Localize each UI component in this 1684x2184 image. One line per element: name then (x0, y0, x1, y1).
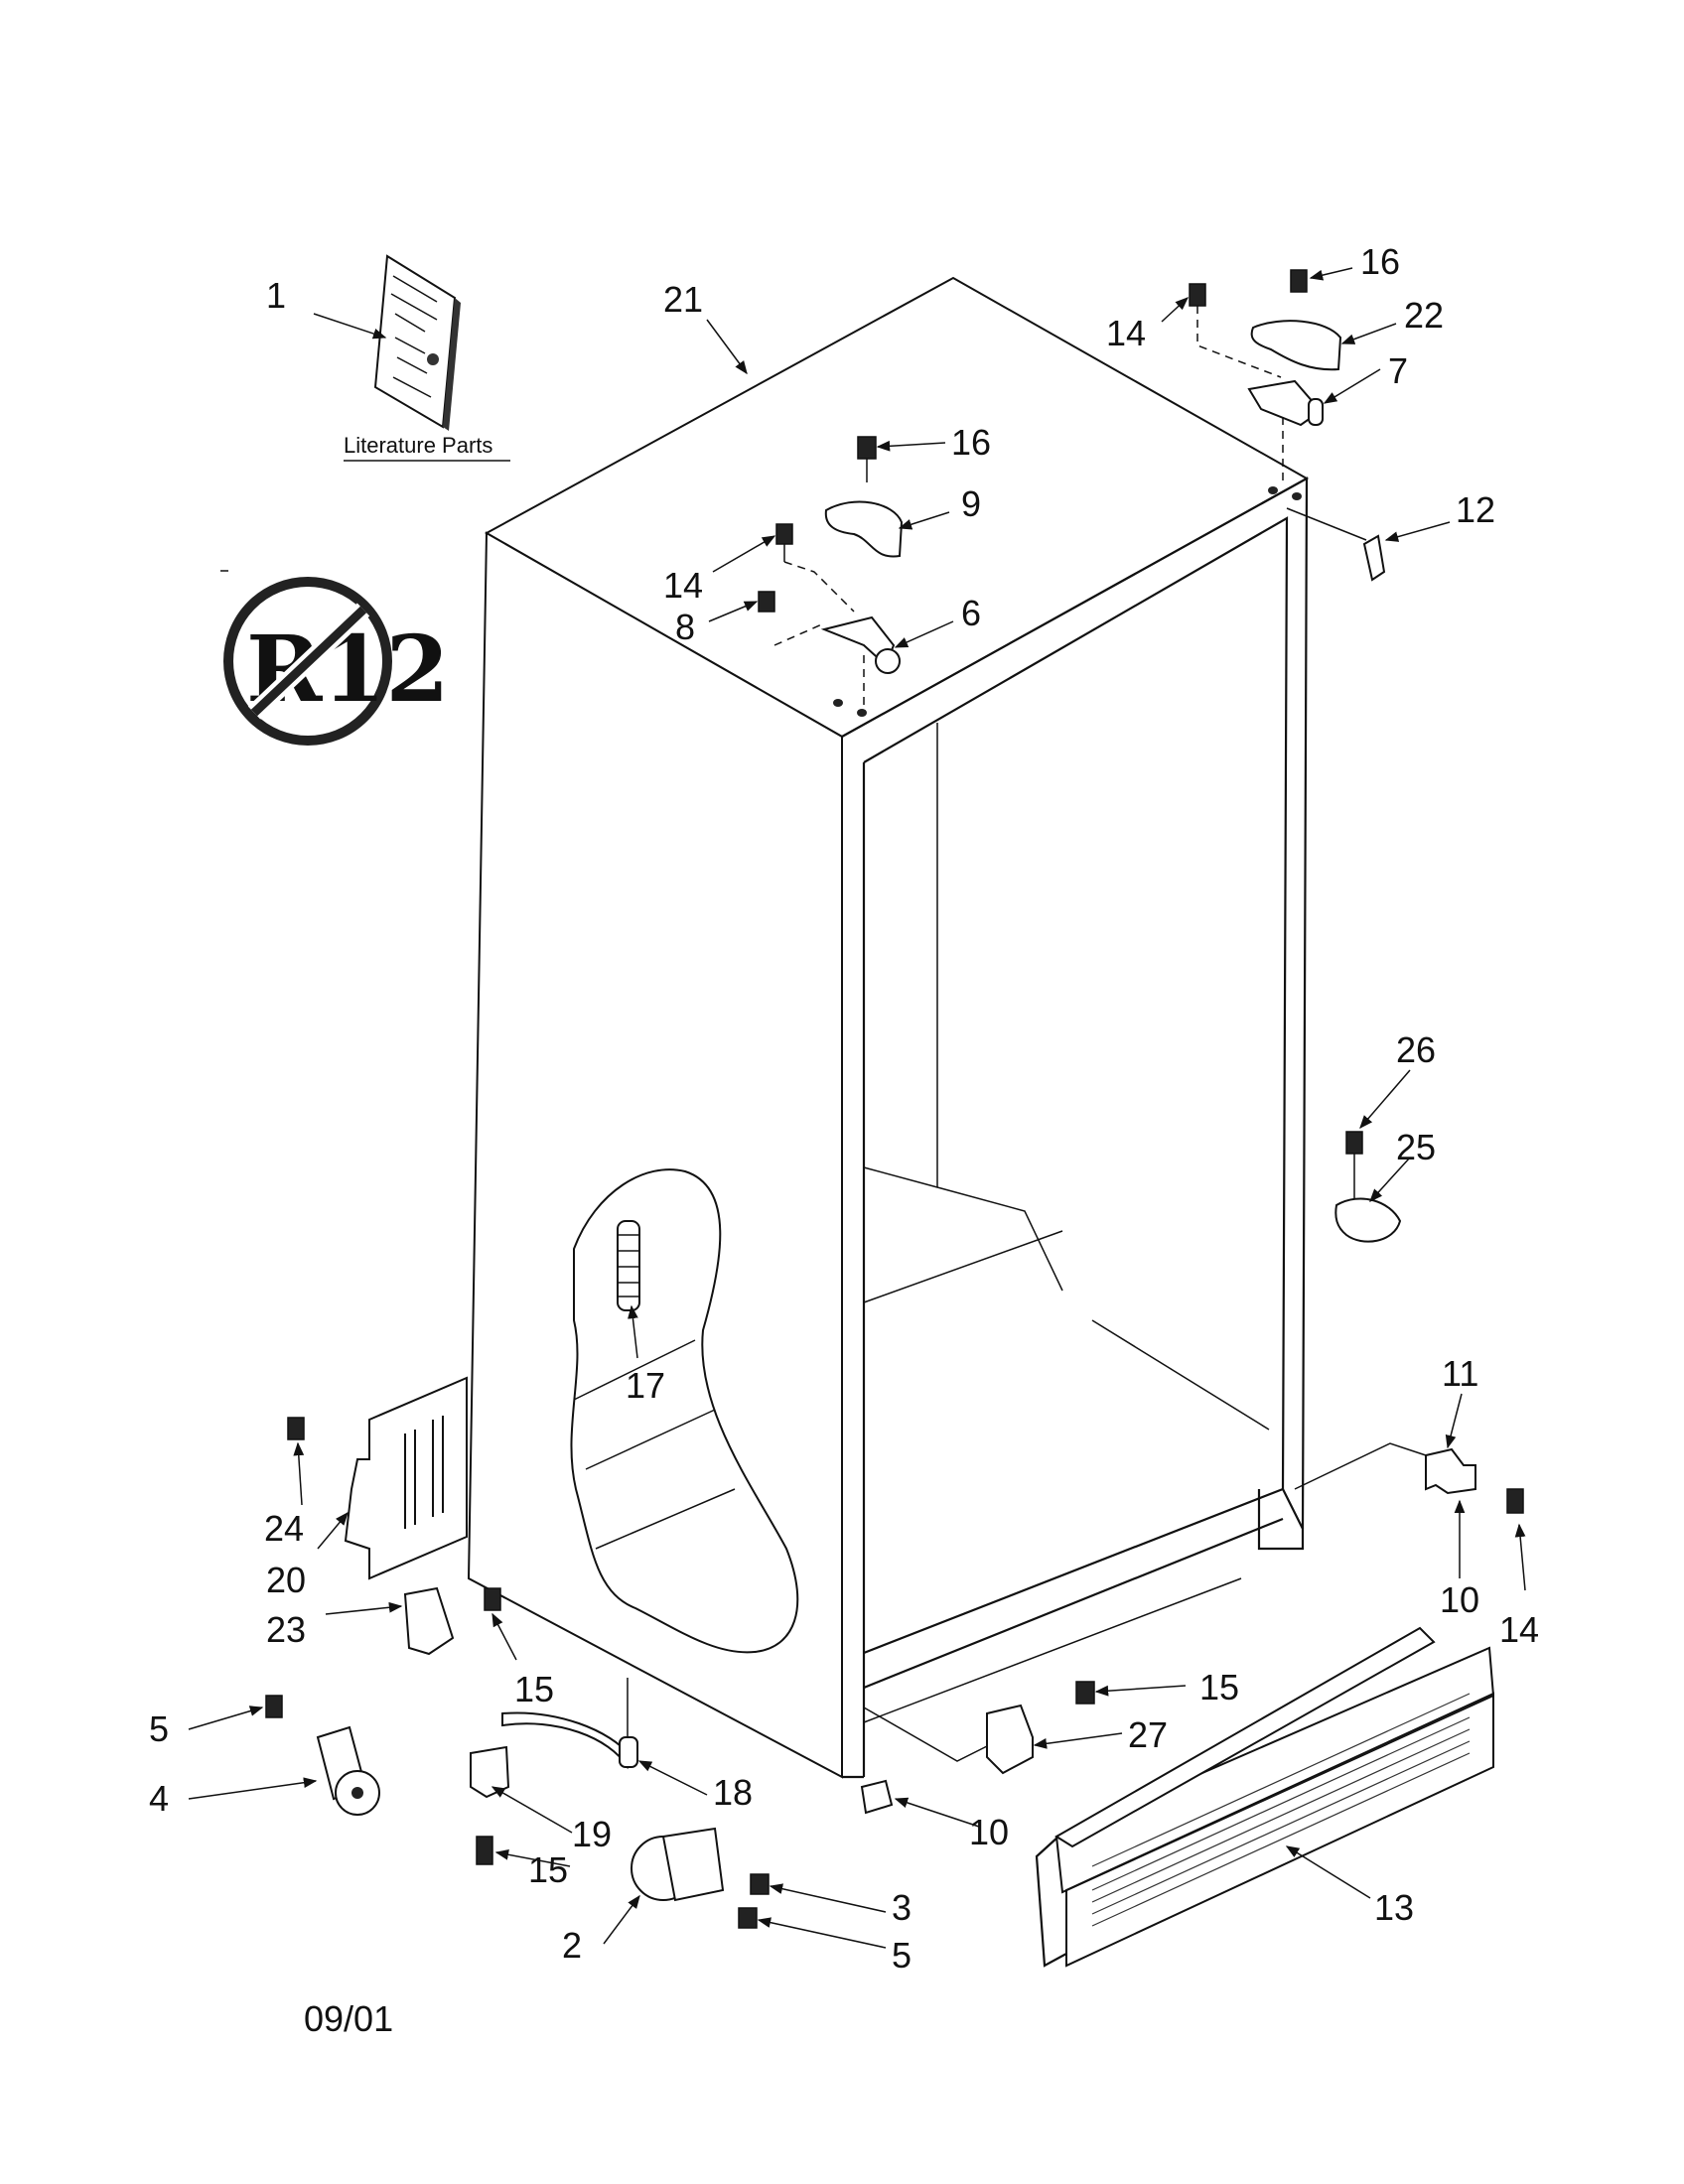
date-code: 09/01 (304, 1998, 393, 2039)
callout-6: 6 (961, 593, 981, 633)
toe-grille-part (1035, 1626, 1495, 1968)
callout-2: 2 (562, 1925, 582, 1966)
callout-14-right: 14 (1499, 1609, 1539, 1650)
rear-roller-assembly (265, 1695, 380, 1816)
callout-4: 4 (149, 1778, 169, 1819)
water-tube-assembly (470, 1678, 638, 1865)
callout-3: 3 (892, 1887, 912, 1928)
callout-15-bottom: 15 (528, 1849, 568, 1890)
callout-12: 12 (1456, 489, 1495, 530)
callout-18: 18 (713, 1772, 753, 1813)
no-r12-symbol-icon: R12 (223, 577, 449, 746)
callout-5-bottom: 5 (892, 1935, 912, 1976)
cover-screw-part (287, 1417, 305, 1440)
toe-grille-bracket (863, 1681, 1095, 1775)
callout-5-left: 5 (149, 1708, 169, 1749)
callout-19: 19 (572, 1814, 612, 1854)
callout-16-center: 16 (951, 422, 991, 463)
refrigerator-cabinet (467, 276, 1310, 1779)
grille-clip-part (860, 1779, 894, 1815)
callout-labels: 1 21 16 14 22 7 16 9 14 8 6 12 26 25 17 … (149, 241, 1539, 1976)
right-bracket-assembly (1294, 1442, 1524, 1514)
callout-20: 20 (266, 1560, 306, 1600)
callout-15-right: 15 (1199, 1667, 1239, 1707)
callout-17: 17 (626, 1365, 665, 1406)
callout-14-top-right: 14 (1106, 313, 1146, 353)
callout-11: 11 (1442, 1353, 1478, 1394)
stop-screw-and-bracket (1334, 1131, 1402, 1243)
callout-22: 22 (1404, 295, 1444, 336)
callout-27: 27 (1128, 1714, 1168, 1755)
compressor-cover-plate (344, 1376, 468, 1580)
callout-25: 25 (1396, 1127, 1436, 1167)
rear-bracket-screw-part (484, 1587, 501, 1611)
callout-24: 24 (264, 1508, 304, 1549)
callout-13: 13 (1374, 1887, 1414, 1928)
callout-9: 9 (961, 483, 981, 524)
literature-booklet-icon (373, 254, 461, 431)
callout-14-center: 14 (663, 565, 703, 606)
front-roller-assembly (631, 1827, 770, 1929)
callout-1: 1 (266, 275, 286, 316)
callout-7: 7 (1388, 350, 1408, 391)
leader-lines (188, 267, 1526, 1949)
callout-10-bottom: 10 (969, 1812, 1009, 1852)
callout-10-right: 10 (1440, 1579, 1479, 1620)
hinge-plug-part (1362, 534, 1386, 582)
callout-26: 26 (1396, 1029, 1436, 1070)
drain-spring-part (617, 1220, 640, 1311)
callout-15-left: 15 (514, 1669, 554, 1709)
callout-23: 23 (266, 1609, 306, 1650)
rear-bracket-part (403, 1586, 455, 1656)
literature-parts-label: Literature Parts (344, 433, 492, 458)
callout-16-top-right: 16 (1360, 241, 1400, 282)
callout-8: 8 (675, 607, 695, 647)
top-hinge-assembly-left (758, 436, 904, 707)
top-hinge-assembly-right (1189, 269, 1342, 480)
callout-21: 21 (663, 279, 703, 320)
